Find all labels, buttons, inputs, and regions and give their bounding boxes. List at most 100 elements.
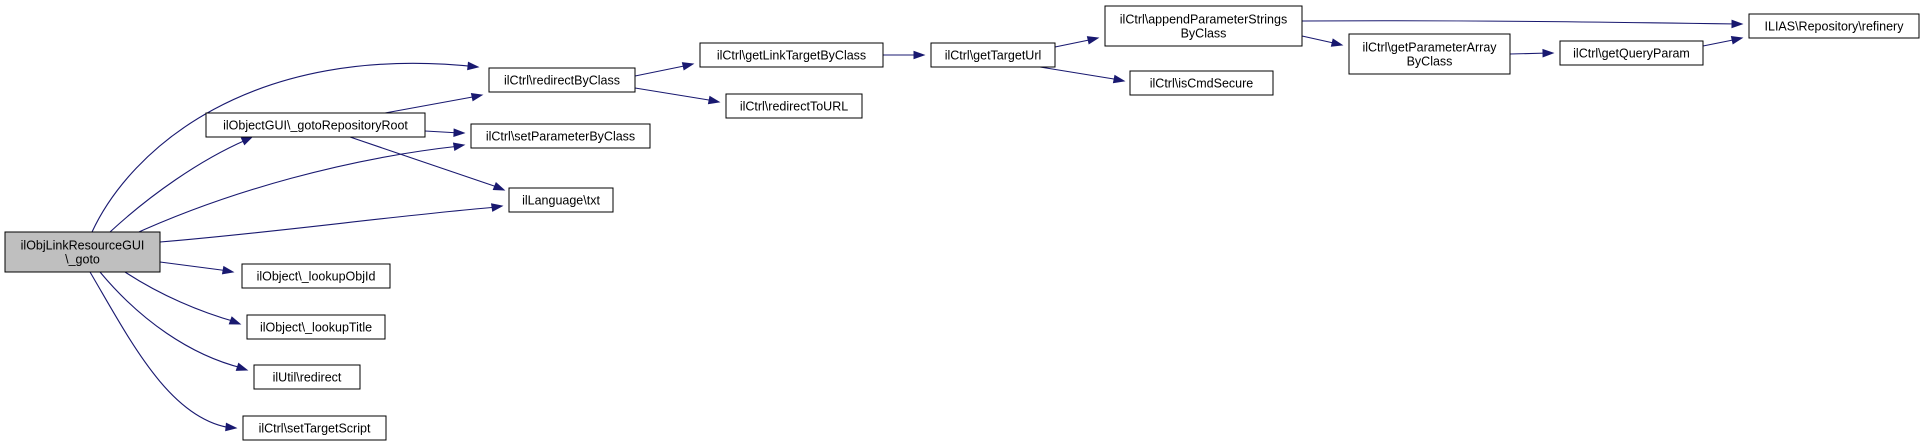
node-box [241, 263, 391, 289]
node-box [508, 187, 614, 213]
arrowhead-icon [681, 62, 695, 71]
node-label: ilCtrl\redirectToURL [740, 100, 848, 114]
arrowhead-icon [228, 316, 242, 325]
edge-line [129, 145, 461, 237]
edge-goto-to-utilRedirect [99, 271, 249, 371]
node-utilRedirect[interactable]: ilUtil\redirect [253, 364, 361, 390]
arrowhead-icon [225, 422, 238, 432]
node-label: ilObjLinkResourceGUI [21, 239, 145, 253]
edge-line [349, 136, 501, 189]
node-setParameterByClass[interactable]: ilCtrl\setParameterByClass [470, 123, 651, 149]
node-label: ilLanguage\txt [522, 194, 600, 208]
arrowhead-icon [1731, 19, 1744, 29]
arrowhead-icon [1086, 36, 1100, 45]
edge-getLinkTargetByClass-to-getTargetUrl [883, 50, 926, 60]
node-label: ilCtrl\setParameterByClass [486, 130, 635, 144]
arrowhead-icon [221, 265, 235, 275]
node-box [725, 93, 863, 119]
node-box [4, 231, 161, 273]
arrowhead-icon [490, 203, 504, 212]
edge-redirectByClass-to-getLinkTargetByClass [634, 62, 695, 77]
node-label: ilCtrl\isCmdSecure [1150, 77, 1254, 91]
edge-line [99, 271, 243, 369]
nodes-layer: ilObjLinkResourceGUI\_goto ilCtrl\redirec… [4, 5, 1920, 441]
node-label: ilUtil\redirect [273, 371, 342, 385]
node-redirectToURL[interactable]: ilCtrl\redirectToURL [725, 93, 863, 119]
edge-line [1054, 38, 1095, 48]
arrowhead-icon [1330, 38, 1344, 47]
edge-getQueryParam-to-refinery [1702, 36, 1744, 47]
node-box [930, 42, 1056, 68]
edge-getParameterArrayByClass-to-getQueryParam [1509, 48, 1555, 58]
arrowhead-icon [1542, 48, 1555, 58]
node-label: \_goto [65, 253, 100, 267]
edge-gotoRepositoryRoot-to-setParameterByClass [424, 128, 466, 137]
node-box [1559, 40, 1704, 66]
node-label: ilObject\_lookupTitle [260, 321, 372, 335]
edge-getTargetUrl-to-isCmdSecure [1039, 66, 1126, 84]
node-box [1348, 33, 1511, 75]
edge-line [634, 64, 690, 77]
edge-appendParameterStringsByClass-to-getParameterArrayByClass [1301, 35, 1344, 47]
edge-line [634, 87, 716, 102]
node-label: ByClass [1407, 55, 1453, 69]
node-goto[interactable]: ilObjLinkResourceGUI\_goto [4, 231, 161, 273]
edge-line [109, 139, 247, 233]
arrowhead-icon [707, 95, 721, 105]
edge-line [89, 271, 233, 429]
edge-goto-to-lookupObjId [159, 261, 235, 275]
node-box [1748, 13, 1920, 39]
node-label: ByClass [1181, 27, 1227, 41]
arrowhead-icon [1730, 36, 1744, 45]
edge-goto-to-gotoRepositoryRoot [109, 136, 254, 233]
node-txt[interactable]: ilLanguage\txt [508, 187, 614, 213]
edge-line [1301, 20, 1739, 25]
node-box [1104, 5, 1303, 47]
node-box [246, 314, 386, 340]
arrowhead-icon [467, 61, 480, 71]
arrowhead-icon [235, 362, 249, 371]
node-isCmdSecure[interactable]: ilCtrl\isCmdSecure [1129, 70, 1274, 96]
arrowhead-icon [492, 182, 506, 191]
node-label: ilCtrl\appendParameterStrings [1120, 13, 1287, 27]
node-lookupObjId[interactable]: ilObject\_lookupObjId [241, 263, 391, 289]
node-label: ILIAS\Repository\refinery [1765, 20, 1905, 34]
node-label: ilCtrl\getParameterArray [1362, 41, 1497, 55]
node-label: ilObjectGUI\_gotoRepositoryRoot [223, 119, 408, 133]
node-box [1129, 70, 1274, 96]
node-lookupTitle[interactable]: ilObject\_lookupTitle [246, 314, 386, 340]
edge-getTargetUrl-to-appendParameterStringsByClass [1054, 36, 1100, 48]
edge-line [1039, 66, 1121, 81]
edge-goto-to-txt [159, 203, 504, 243]
edge-appendParameterStringsByClass-to-refinery [1301, 19, 1744, 29]
edge-line [159, 206, 499, 243]
node-box [253, 364, 361, 390]
node-box [242, 415, 387, 441]
edges-layer [89, 19, 1744, 432]
edge-gotoRepositoryRoot-to-redirectByClass [384, 92, 484, 114]
node-box [205, 112, 426, 138]
node-getTargetUrl[interactable]: ilCtrl\getTargetUrl [930, 42, 1056, 68]
node-getLinkTargetByClass[interactable]: ilCtrl\getLinkTargetByClass [699, 42, 884, 68]
node-label: ilCtrl\redirectByClass [504, 74, 620, 88]
node-label: ilCtrl\getTargetUrl [945, 49, 1042, 63]
edge-goto-to-redirectByClass [91, 61, 480, 233]
edge-goto-to-setTargetScript [89, 271, 238, 432]
edge-goto-to-setParameterByClass [129, 142, 466, 237]
node-box [470, 123, 651, 149]
arrowhead-icon [240, 136, 254, 146]
node-gotoRepositoryRoot[interactable]: ilObjectGUI\_gotoRepositoryRoot [205, 112, 426, 138]
node-getQueryParam[interactable]: ilCtrl\getQueryParam [1559, 40, 1704, 66]
edge-line [1509, 52, 1550, 55]
node-box [488, 67, 636, 93]
edge-line [124, 271, 237, 323]
arrowhead-icon [470, 92, 484, 102]
edge-gotoRepositoryRoot-to-txt [349, 136, 506, 191]
node-label: ilCtrl\getLinkTargetByClass [717, 49, 866, 63]
node-label: ilCtrl\getQueryParam [1573, 47, 1690, 61]
node-refinery[interactable]: ILIAS\Repository\refinery [1748, 13, 1920, 39]
node-redirectByClass[interactable]: ilCtrl\redirectByClass [488, 67, 636, 93]
node-setTargetScript[interactable]: ilCtrl\setTargetScript [242, 415, 387, 441]
